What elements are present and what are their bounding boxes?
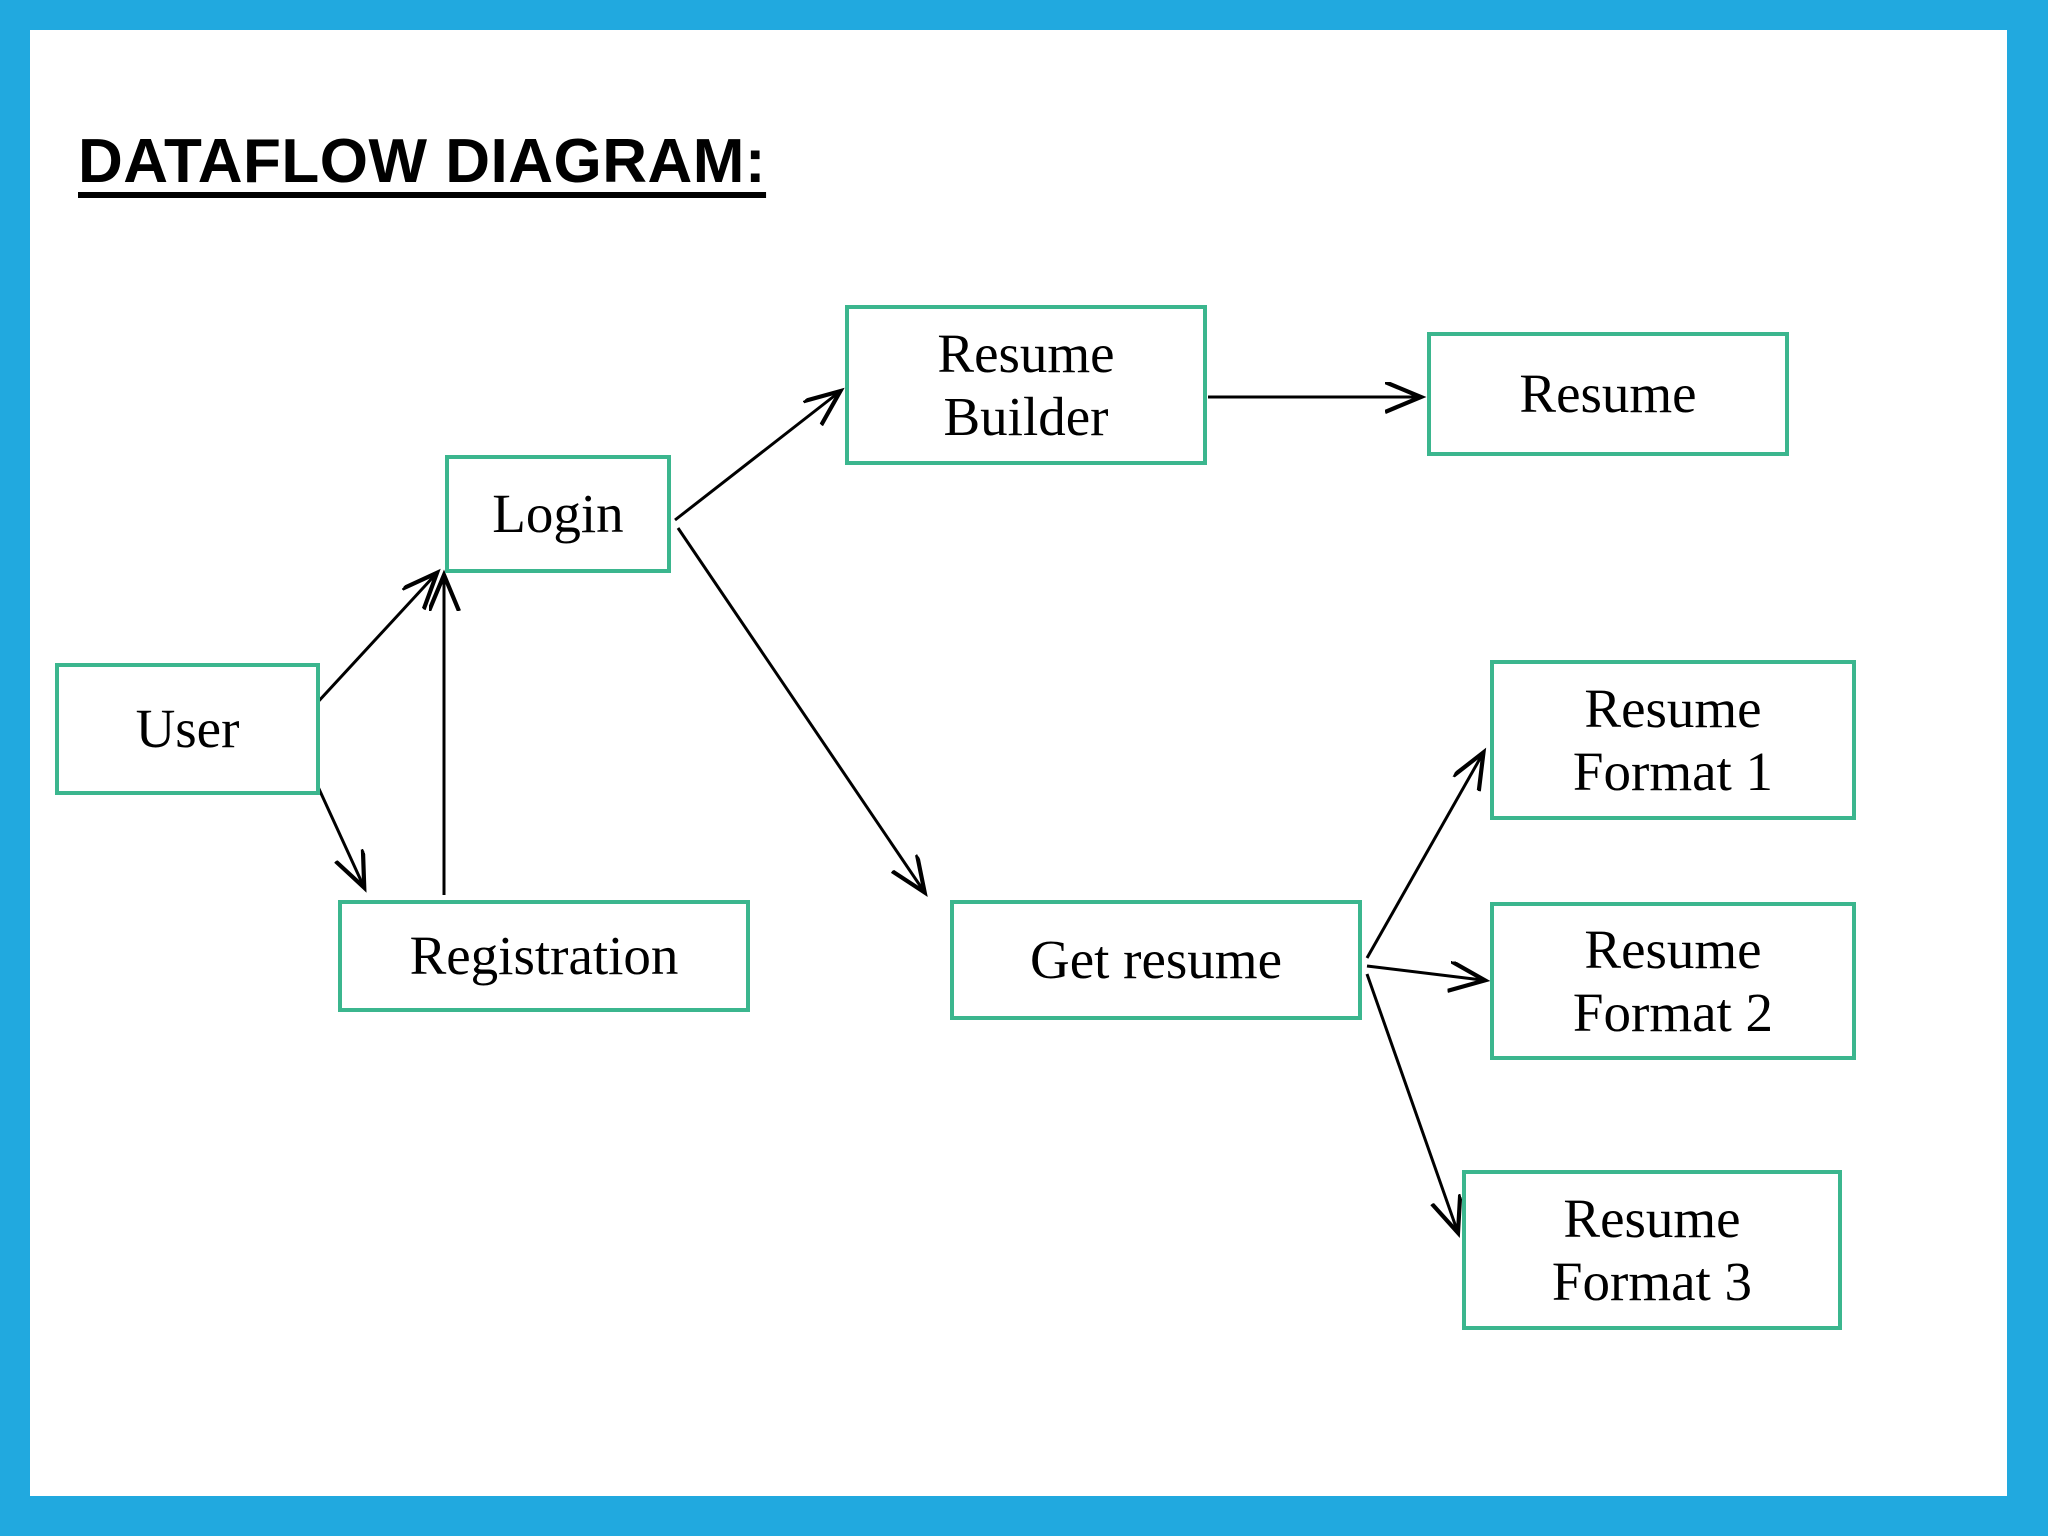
node-resume-format-1[interactable]: Resume Format 1 (1490, 660, 1856, 820)
edge-get-resume-format3 (1365, 973, 1457, 1230)
node-resume[interactable]: Resume (1427, 332, 1789, 456)
node-resume-format-3[interactable]: Resume Format 3 (1462, 1170, 1842, 1330)
node-get-resume[interactable]: Get resume (950, 900, 1362, 1020)
node-login[interactable]: Login (445, 455, 671, 573)
node-registration[interactable]: Registration (338, 900, 750, 1012)
edge-login-get-resume (676, 527, 923, 890)
edge-get-resume-format1 (1365, 755, 1482, 959)
node-resume-builder[interactable]: Resume Builder (845, 305, 1207, 465)
edge-login-resume-builder (674, 393, 838, 522)
page-title: DATAFLOW DIAGRAM: (78, 127, 767, 196)
node-user[interactable]: User (55, 663, 320, 795)
diagram-canvas: DATAFLOW DIAGRAM: (30, 30, 2007, 1496)
edge-get-resume-format2 (1366, 966, 1482, 980)
node-resume-format-2[interactable]: Resume Format 2 (1490, 902, 1856, 1060)
